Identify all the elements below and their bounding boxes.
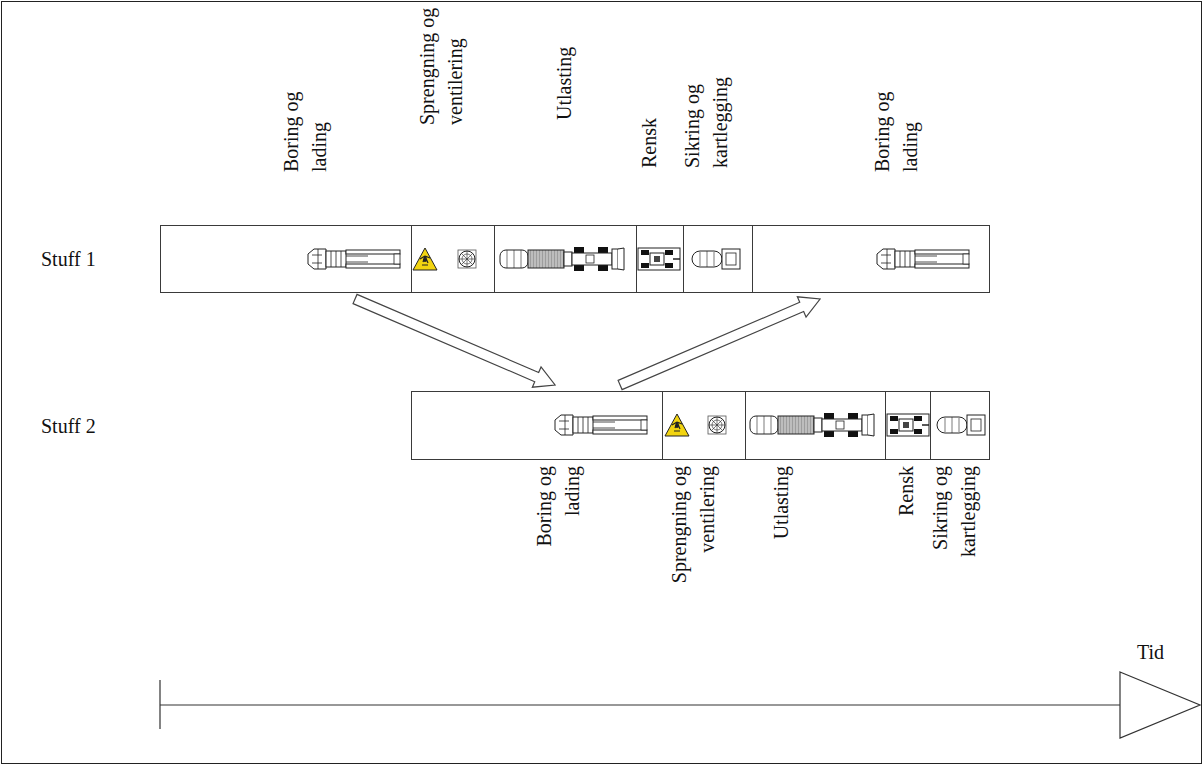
phase-segment: Sprengning og ventilering <box>411 225 494 293</box>
phase-label: Sikring og kartlegging <box>926 466 982 566</box>
phase-label: Rensk <box>635 68 663 168</box>
drill-rig-icon <box>555 415 647 435</box>
shotcrete-icon <box>692 249 740 269</box>
phase-segment: Boring og lading <box>160 225 411 293</box>
transfer-arrow <box>618 297 820 390</box>
scaler-icon <box>887 414 929 436</box>
drill-rig-icon <box>877 249 969 269</box>
blast-warning-icon <box>413 248 437 270</box>
axis-label: Tid <box>1137 638 1164 666</box>
phase-label: Sikring og kartlegging <box>678 68 734 168</box>
phase-label: Utlasting <box>550 20 578 120</box>
blast-warning-icon <box>665 414 689 436</box>
phase-segment: Sikring og kartlegging <box>683 225 752 293</box>
phase-segment: Utlasting <box>494 225 636 293</box>
time-axis <box>160 680 1120 729</box>
heading-band: Stuff 1Boring og ladingSprengning og ven… <box>160 225 990 293</box>
transfer-arrow <box>353 294 555 387</box>
loader-truck-icon <box>750 413 874 437</box>
phase-segment: Rensk <box>885 391 930 460</box>
row-label: Stuff 2 <box>41 412 96 440</box>
row-label: Stuff 1 <box>41 245 96 273</box>
time-axis-arrowhead <box>1120 672 1200 738</box>
phase-label: Boring og lading <box>868 72 924 172</box>
phase-segment: Boring og lading <box>752 225 990 293</box>
drill-rig-icon <box>308 249 400 269</box>
phase-label: Sprengning og ventilering <box>665 466 721 596</box>
heading-band: Stuff 2Boring og ladingSprengning og ven… <box>411 391 990 460</box>
phase-label: Boring og lading <box>530 466 586 566</box>
phase-segment: Boring og lading <box>411 391 662 460</box>
phase-segment: Utlasting <box>745 391 885 460</box>
scaler-icon <box>638 248 680 270</box>
phase-label: Sprengning og ventilering <box>413 0 469 125</box>
phase-label: Boring og lading <box>277 72 333 172</box>
shotcrete-icon <box>937 415 985 435</box>
fan-icon <box>708 416 726 434</box>
fan-icon <box>458 250 476 268</box>
phase-segment: Sprengning og ventilering <box>662 391 745 460</box>
loader-truck-icon <box>500 247 624 271</box>
phase-segment: Rensk <box>636 225 683 293</box>
phase-label: Utlasting <box>767 466 795 566</box>
phase-segment: Sikring og kartlegging <box>930 391 990 460</box>
phase-label: Rensk <box>892 466 920 566</box>
